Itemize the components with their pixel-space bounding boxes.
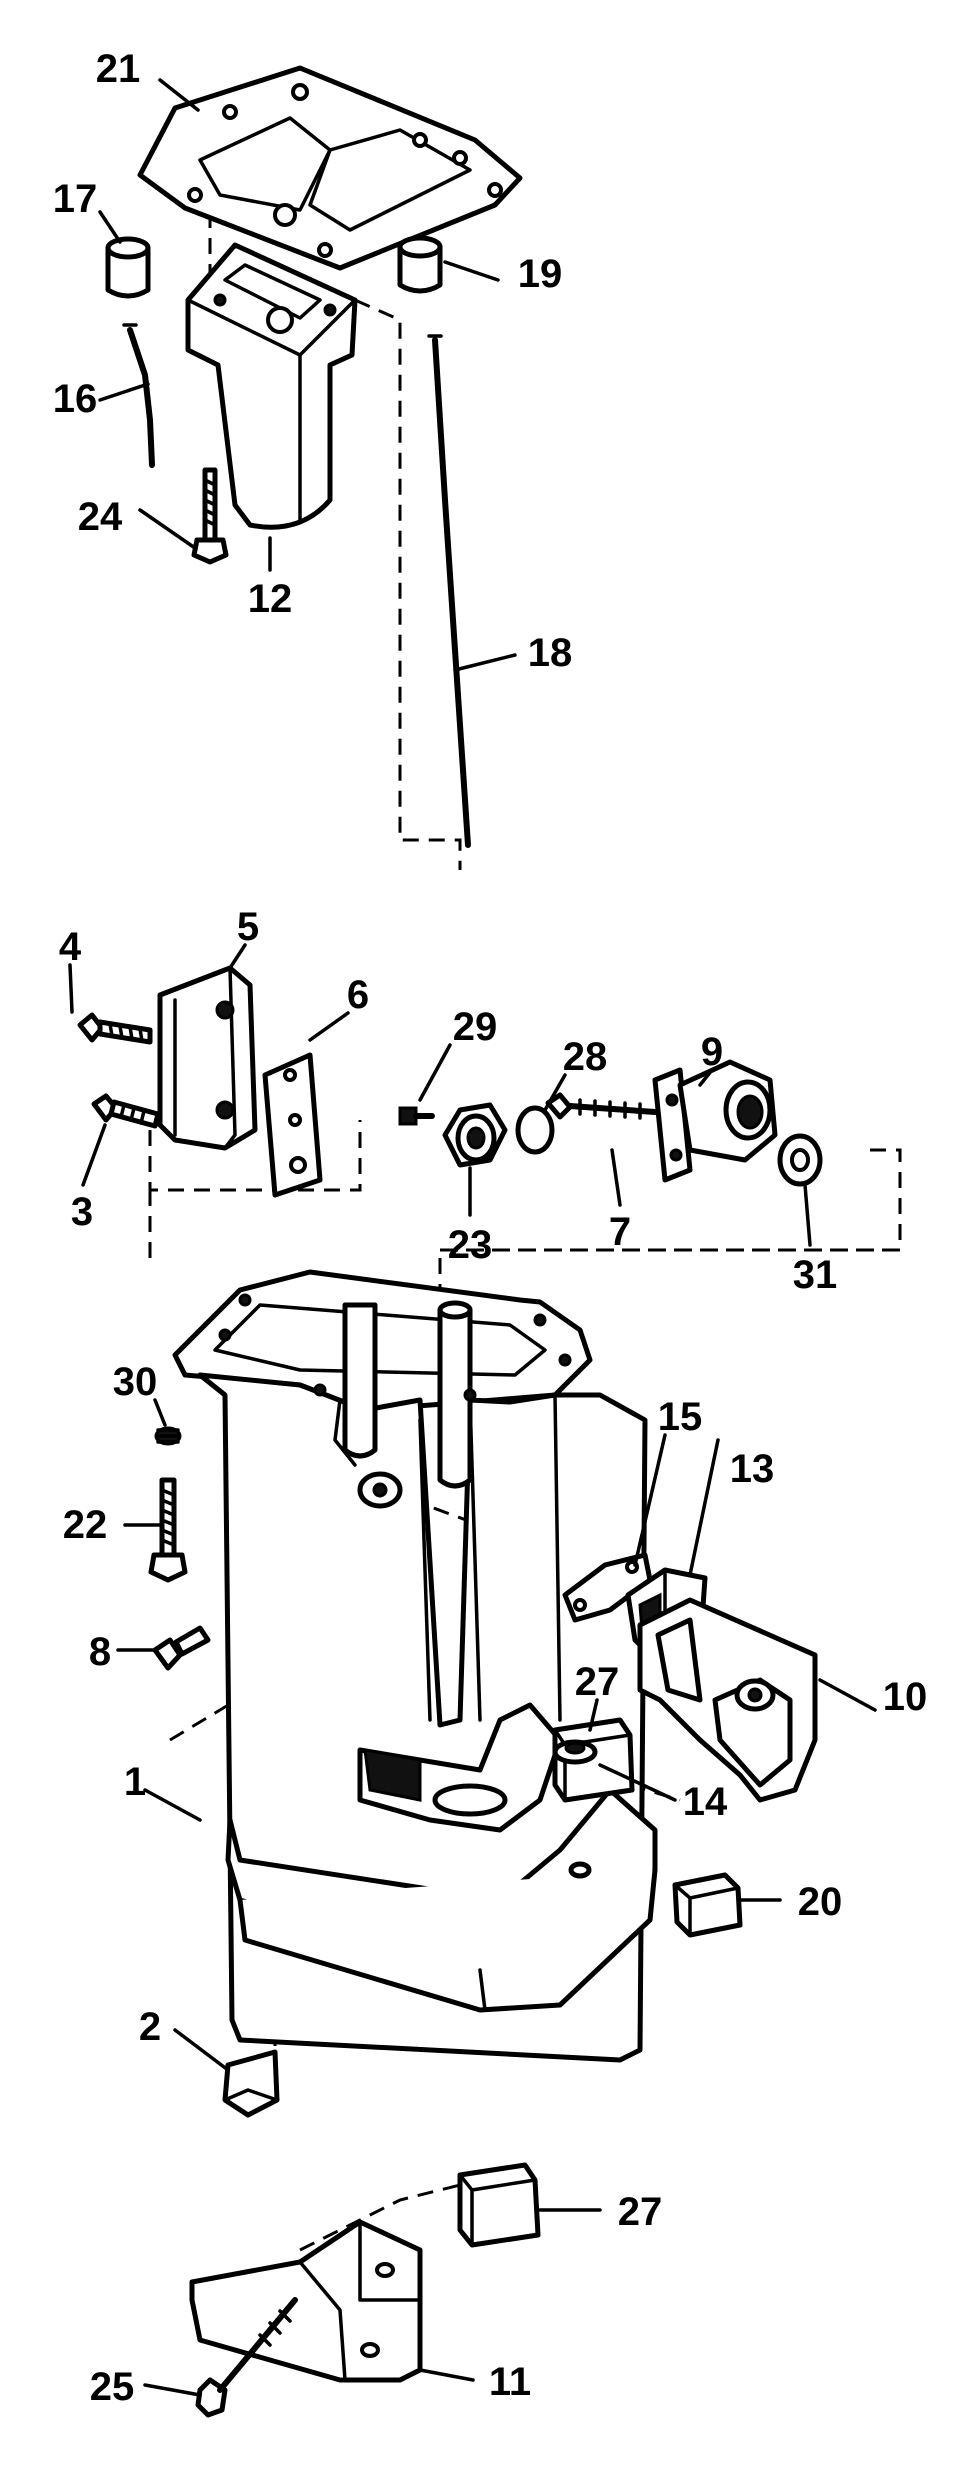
callout-23: 23	[448, 1223, 493, 1267]
part-24-screw	[191, 467, 229, 565]
callout-21: 21	[96, 47, 141, 91]
part-17-grommet	[105, 236, 151, 299]
part-18-tube	[427, 334, 471, 848]
part-1-driveshaft-housing	[172, 1269, 658, 2063]
part-23-retainer	[442, 1102, 508, 1168]
callout-30: 30	[113, 1360, 158, 1404]
callout-16: 16	[53, 377, 98, 421]
callout-2: 2	[139, 2005, 161, 2049]
part-3-screw	[91, 1093, 161, 1129]
callout-27-upper: 27	[575, 1660, 620, 1704]
callout-20: 20	[798, 1880, 843, 1924]
part-5-cover	[157, 965, 258, 1151]
callout-7: 7	[609, 1210, 631, 1254]
part-8-screw	[152, 1625, 211, 1671]
part-30-plug	[154, 1426, 182, 1446]
callout-19: 19	[518, 252, 563, 296]
callout-31: 31	[793, 1253, 838, 1297]
part-31-washer	[777, 1133, 823, 1187]
part-6-plate	[262, 1052, 323, 1198]
callout-24: 24	[78, 495, 123, 539]
part-11-lower-mount	[189, 2219, 423, 2383]
part-14-grommet	[552, 1739, 598, 1765]
callout-6: 6	[347, 973, 369, 1017]
part-27-pad-lower	[457, 2162, 541, 2248]
part-7-screw	[545, 1092, 658, 1120]
callout-14: 14	[683, 1780, 728, 1824]
callout-18: 18	[528, 631, 573, 675]
callout-1: 1	[124, 1760, 146, 1804]
callout-3: 3	[71, 1190, 93, 1234]
callout-10: 10	[883, 1675, 928, 1719]
callout-15: 15	[658, 1395, 703, 1439]
part-4-screw	[77, 1012, 153, 1045]
part-16-tube	[122, 323, 155, 468]
leader-lines	[68, 78, 877, 2397]
callout-29: 29	[453, 1005, 498, 1049]
part-2-anode	[222, 2049, 280, 2118]
part-12-exhaust-housing	[185, 242, 358, 530]
part-28-o-ring	[515, 1105, 555, 1155]
part-10-mount	[637, 1597, 818, 1803]
callout-25: 25	[90, 2365, 135, 2409]
part-25-bolt	[195, 2297, 298, 2418]
callout-13: 13	[730, 1447, 775, 1491]
part-9-bracket	[652, 1059, 778, 1183]
callout-17: 17	[53, 177, 98, 221]
callout-27-lower: 27	[618, 2190, 663, 2234]
part-21-gasket	[137, 65, 523, 271]
callout-5: 5	[237, 905, 259, 949]
callout-8: 8	[89, 1630, 111, 1674]
callout-labels: 21 17 19 16 24 12 18 4 5 6 29 28 9 3 23 …	[53, 47, 928, 2409]
callout-4: 4	[59, 925, 82, 969]
part-19-grommet	[397, 235, 443, 294]
callout-12: 12	[248, 577, 293, 621]
callout-11: 11	[489, 2360, 531, 2404]
part-22-screw	[148, 1477, 188, 1583]
part-20-pad	[672, 1872, 743, 1938]
callout-9: 9	[701, 1030, 723, 1074]
part-29-screw	[398, 1106, 435, 1126]
callout-28: 28	[563, 1035, 608, 1079]
callout-22: 22	[63, 1503, 108, 1547]
